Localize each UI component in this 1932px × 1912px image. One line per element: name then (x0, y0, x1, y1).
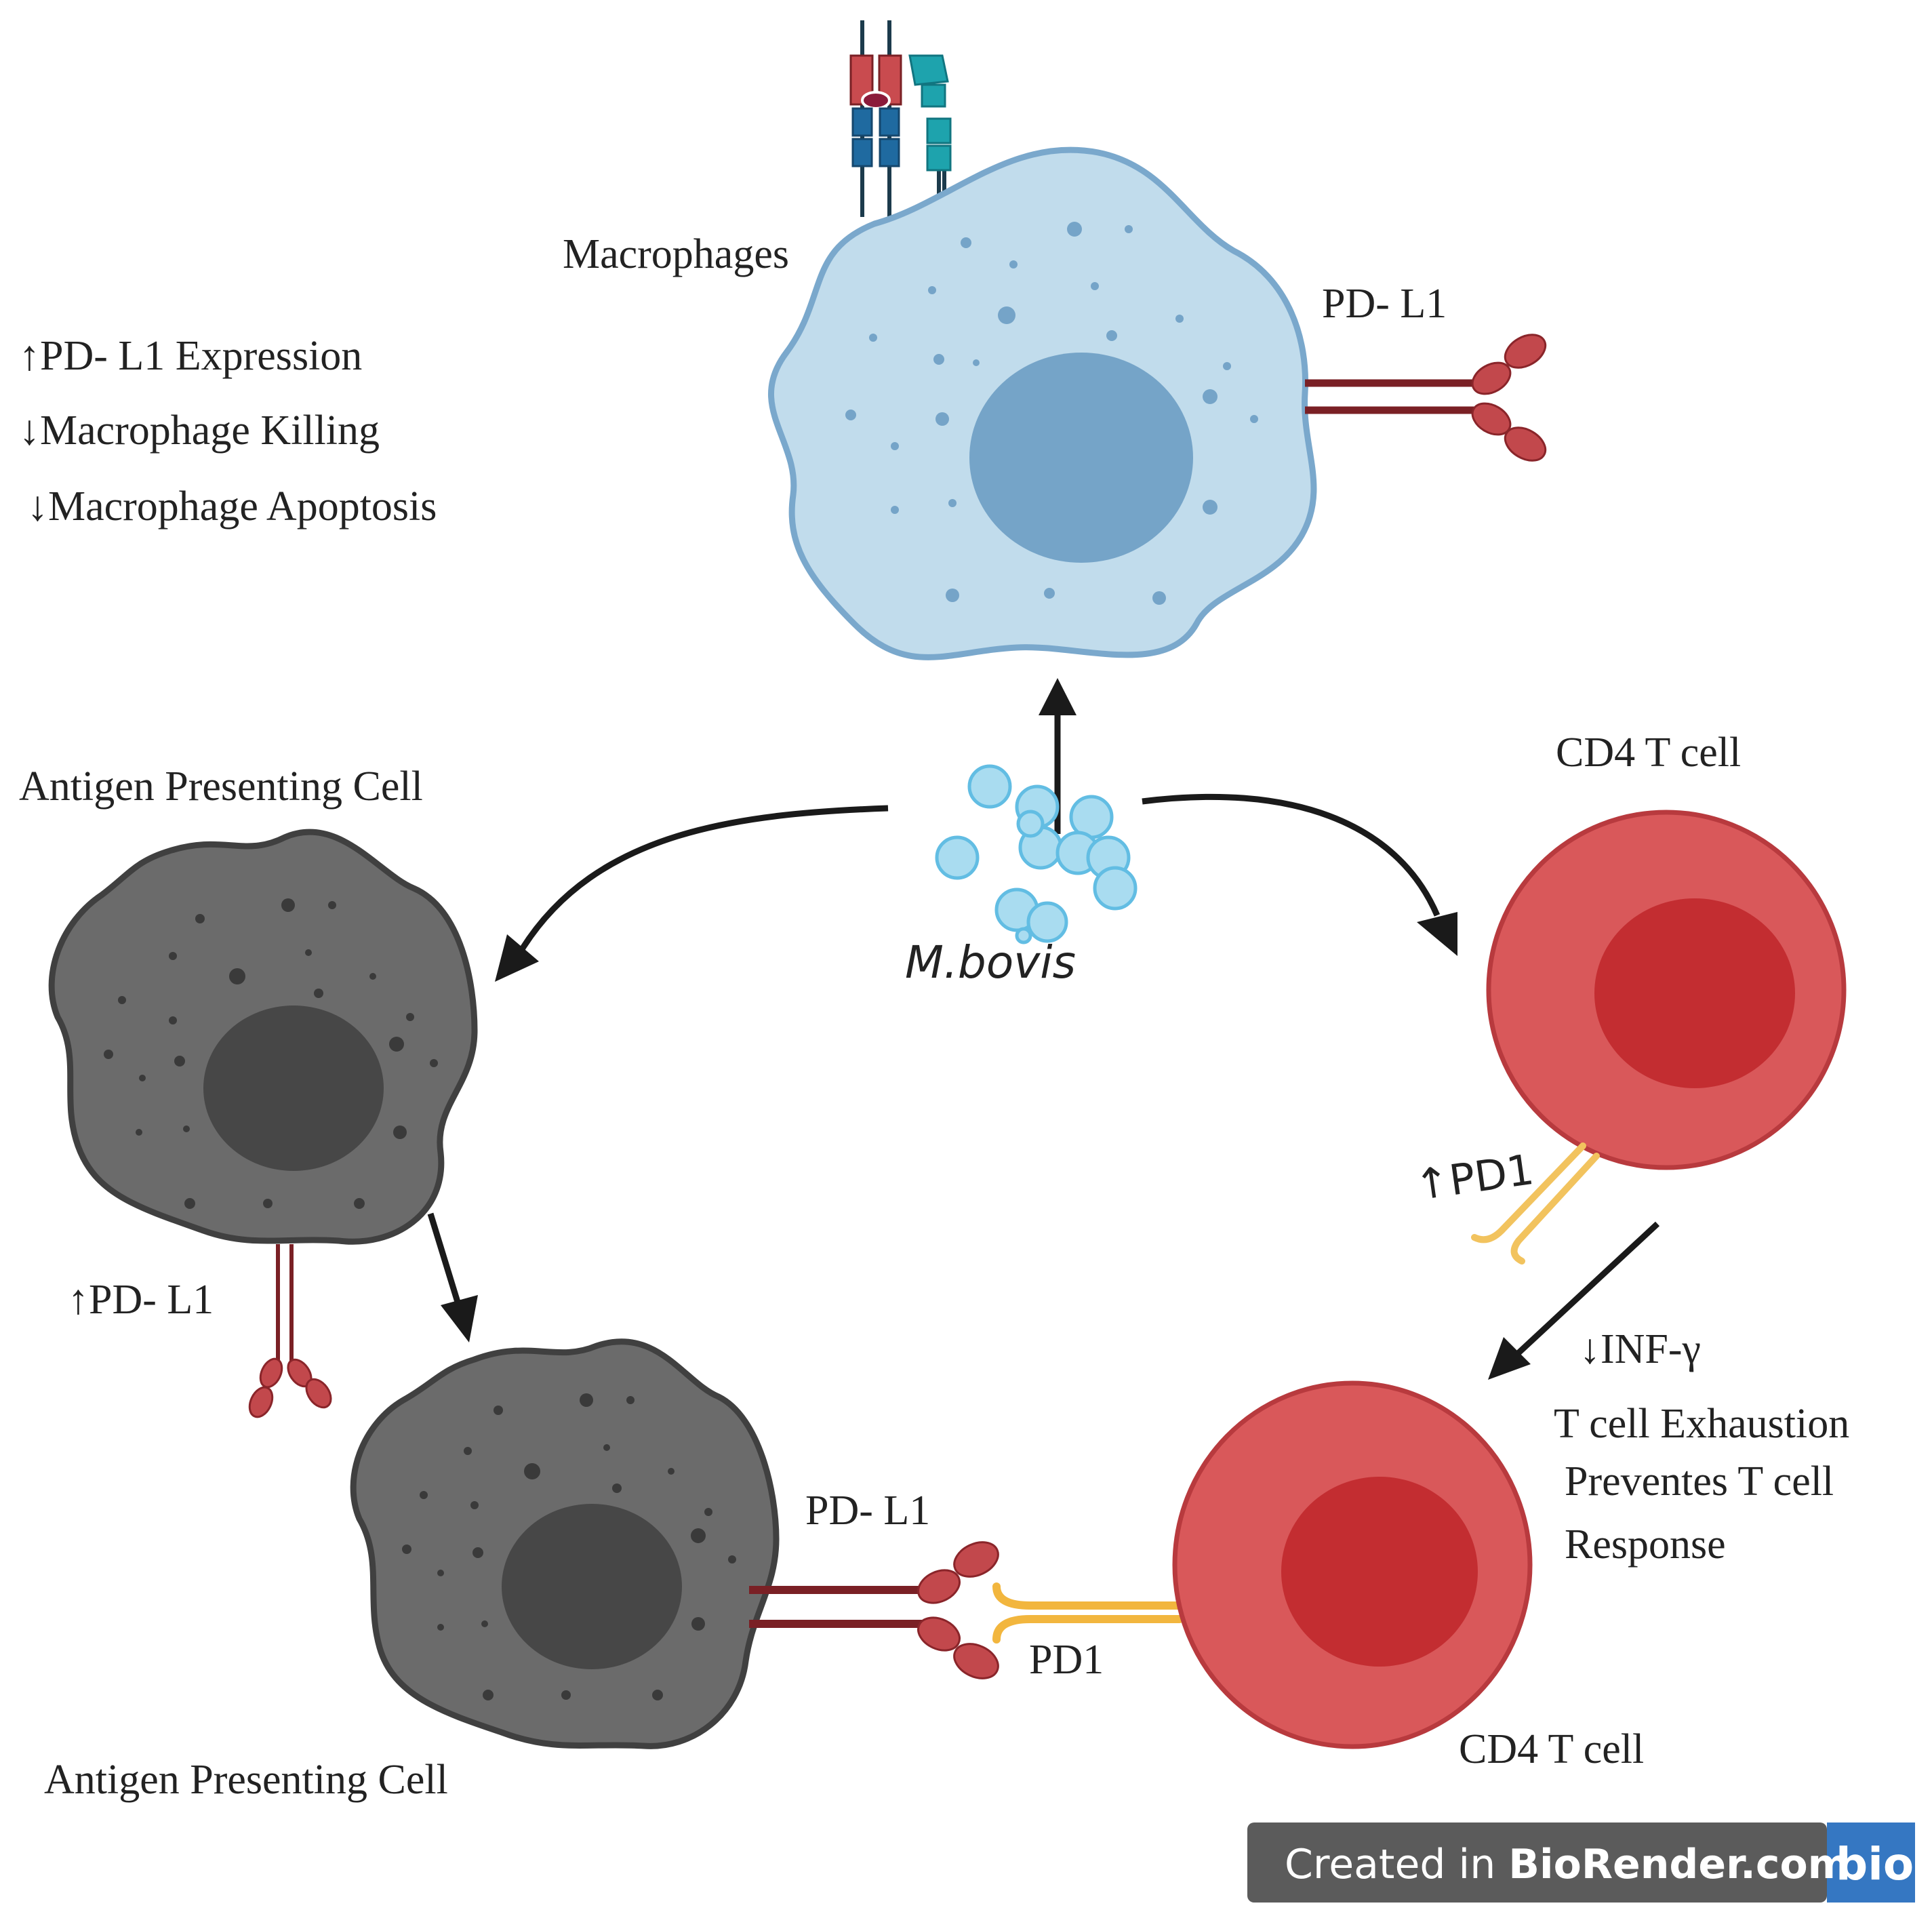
watermark-brand: BioRender.com (1508, 1841, 1850, 1888)
synapse-pdl1-ligand-icon (749, 1541, 999, 1679)
biorender-watermark[interactable]: Created in BioRender.com bio (1247, 1823, 1915, 1903)
synapse-pd1-label: PD1 (1029, 1637, 1104, 1683)
cd4-tcell-bottom (1172, 1380, 1533, 1749)
apc-cell-top (48, 829, 478, 1418)
effect-macrophage-apoptosis: ↓Macrophage Apoptosis (27, 483, 437, 530)
inf-gamma-label: ↓INF-γ (1579, 1326, 1701, 1372)
biorender-logo-icon: bio (1836, 1838, 1914, 1890)
synapse-pdl1-label: PD- L1 (805, 1488, 930, 1534)
pathway-arrows (427, 678, 1660, 1380)
effect-pdl1-expression: ↑PD- L1 Expression (19, 333, 362, 379)
mbovis-bacteria-icon (935, 764, 1138, 944)
watermark-logo-background (1827, 1823, 1915, 1903)
apc-top-pdl1-ligand-icon (248, 1244, 332, 1418)
macrophage-nucleus (969, 353, 1193, 563)
arrow-apc-down (427, 1212, 463, 1310)
response-label: Response (1565, 1521, 1726, 1568)
arrow-cd4-down-head (1488, 1337, 1531, 1380)
cd4-tcell-top (1471, 810, 1847, 1264)
arrow-to-apc-head (495, 934, 539, 982)
cd4-bottom-label: CD4 T cell (1459, 1726, 1644, 1772)
watermark-text: Created in BioRender.com (1285, 1841, 1850, 1888)
arrow-to-cd4 (1142, 793, 1441, 917)
arrow-apc-down-head (441, 1295, 478, 1342)
apc-top-granules (104, 898, 438, 1209)
arrow-to-cd4-head (1417, 912, 1457, 956)
cd4-pd1-up-label: ↑PD1 (1411, 1144, 1537, 1210)
apc-bottom-granules (402, 1393, 736, 1700)
effect-macrophage-killing: ↓Macrophage Killing (19, 407, 380, 454)
macrophage-cell (768, 20, 1547, 660)
macrophage-granules (845, 222, 1258, 605)
synapse-pd1-receptor-icon (992, 1582, 1184, 1644)
cd4-top-label: CD4 T cell (1556, 730, 1741, 776)
macrophage-surface-receptors-icon (849, 20, 952, 220)
apc-cell-bottom (350, 1338, 780, 1749)
cd4-top-pd1-receptor-icon (1471, 1142, 1600, 1264)
cd4-bottom-nucleus (1281, 1477, 1478, 1667)
macrophage-pdl1-ligand-icon (1305, 334, 1547, 462)
apc-top-label: Antigen Presenting Cell (19, 763, 423, 810)
watermark-prefix: Created in (1285, 1841, 1508, 1888)
preventes-label: Preventes T cell (1565, 1458, 1834, 1505)
apc-top-nucleus (203, 1005, 384, 1171)
apc-pdl1-up-label: ↑PD- L1 (68, 1277, 214, 1323)
macrophage-pdl1-label: PD- L1 (1322, 281, 1447, 327)
apc-bottom-label: Antigen Presenting Cell (44, 1757, 448, 1803)
mbovis-label: M.bovis (905, 936, 1076, 989)
arrow-to-apc (519, 805, 889, 951)
watermark-background (1247, 1823, 1827, 1903)
apc-bottom-nucleus (502, 1504, 682, 1669)
exhaustion-label: T cell Exhaustion (1554, 1401, 1849, 1447)
arrow-cd4-down (1512, 1221, 1660, 1359)
macrophages-label: Macrophages (563, 231, 789, 277)
cd4-top-nucleus (1594, 898, 1795, 1088)
arrow-to-macrophage-head (1039, 678, 1076, 715)
